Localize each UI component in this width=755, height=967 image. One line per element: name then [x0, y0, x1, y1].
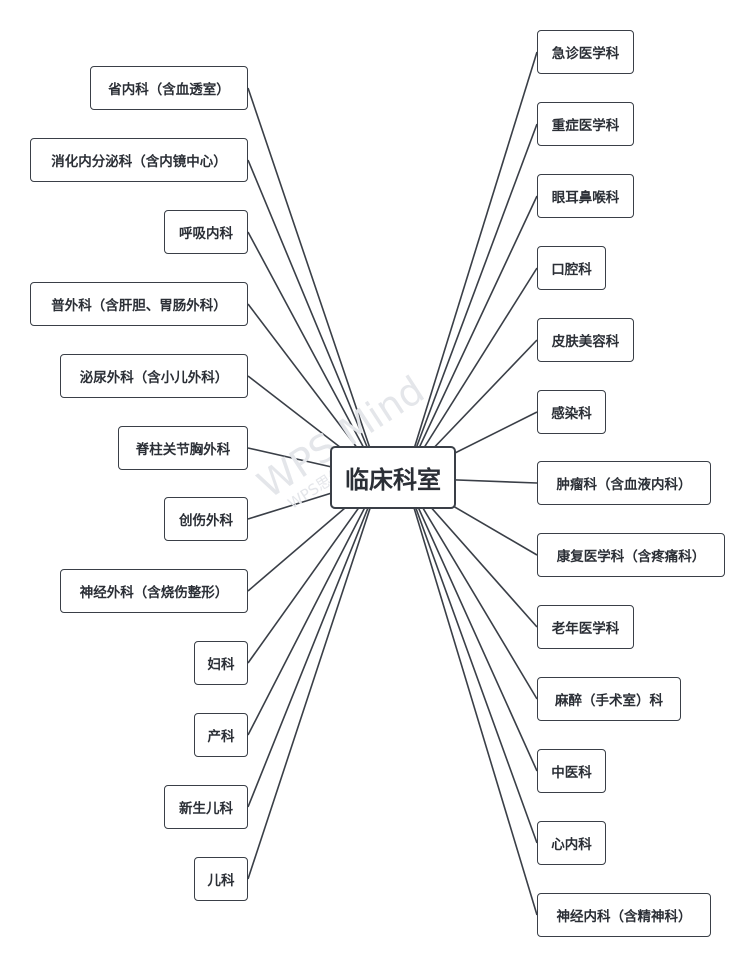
connector-line: [404, 195, 538, 479]
branch-node-left[interactable]: 省内科（含血透室）: [90, 66, 248, 110]
connector-line: [247, 477, 381, 808]
connector-line: [247, 159, 381, 479]
branch-node-right[interactable]: 感染科: [537, 390, 606, 434]
branch-node-right[interactable]: 眼耳鼻喉科: [537, 174, 634, 218]
connector-line: [247, 477, 381, 736]
branch-node-right[interactable]: 心内科: [537, 821, 606, 865]
branch-node-right[interactable]: 皮肤美容科: [537, 318, 634, 362]
branch-node-right[interactable]: 老年医学科: [537, 605, 634, 649]
branch-node-left[interactable]: 妇科: [194, 641, 248, 685]
branch-node-left[interactable]: 普外科（含肝胆、胃肠外科）: [30, 282, 248, 326]
branch-node-left[interactable]: 神经外科（含烧伤整形）: [60, 569, 248, 613]
connector-line: [404, 477, 538, 916]
connector-line: [404, 477, 538, 844]
branch-node-left[interactable]: 泌尿外科（含小儿外科）: [60, 354, 248, 398]
branch-node-right[interactable]: 麻醉（手术室）科: [537, 677, 681, 721]
branch-node-right[interactable]: 重症医学科: [537, 102, 634, 146]
branch-node-right[interactable]: 急诊医学科: [537, 30, 634, 74]
branch-node-left[interactable]: 呼吸内科: [164, 210, 248, 254]
connector-line: [404, 123, 538, 479]
branch-node-left[interactable]: 消化内分泌科（含内镜中心）: [30, 138, 248, 182]
branch-node-left[interactable]: 产科: [194, 713, 248, 757]
connector-line: [404, 477, 538, 700]
branch-node-right[interactable]: 口腔科: [537, 246, 606, 290]
connector-line: [247, 231, 381, 479]
branch-node-left[interactable]: 儿科: [194, 857, 248, 901]
branch-node-left[interactable]: 创伤外科: [164, 497, 248, 541]
connector-line: [404, 51, 538, 479]
connector-line: [404, 267, 538, 479]
central-topic-node[interactable]: 临床科室: [330, 446, 456, 509]
branch-node-left[interactable]: 脊柱关节胸外科: [118, 426, 248, 470]
branch-node-right[interactable]: 康复医学科（含疼痛科）: [537, 533, 725, 577]
connector-line: [247, 477, 381, 880]
connector-line: [404, 477, 538, 772]
branch-node-right[interactable]: 中医科: [537, 749, 606, 793]
branch-node-right[interactable]: 肿瘤科（含血液内科）: [537, 461, 711, 505]
branch-node-left[interactable]: 新生儿科: [164, 785, 248, 829]
connector-line: [247, 87, 381, 479]
branch-node-right[interactable]: 神经内科（含精神科）: [537, 893, 711, 937]
